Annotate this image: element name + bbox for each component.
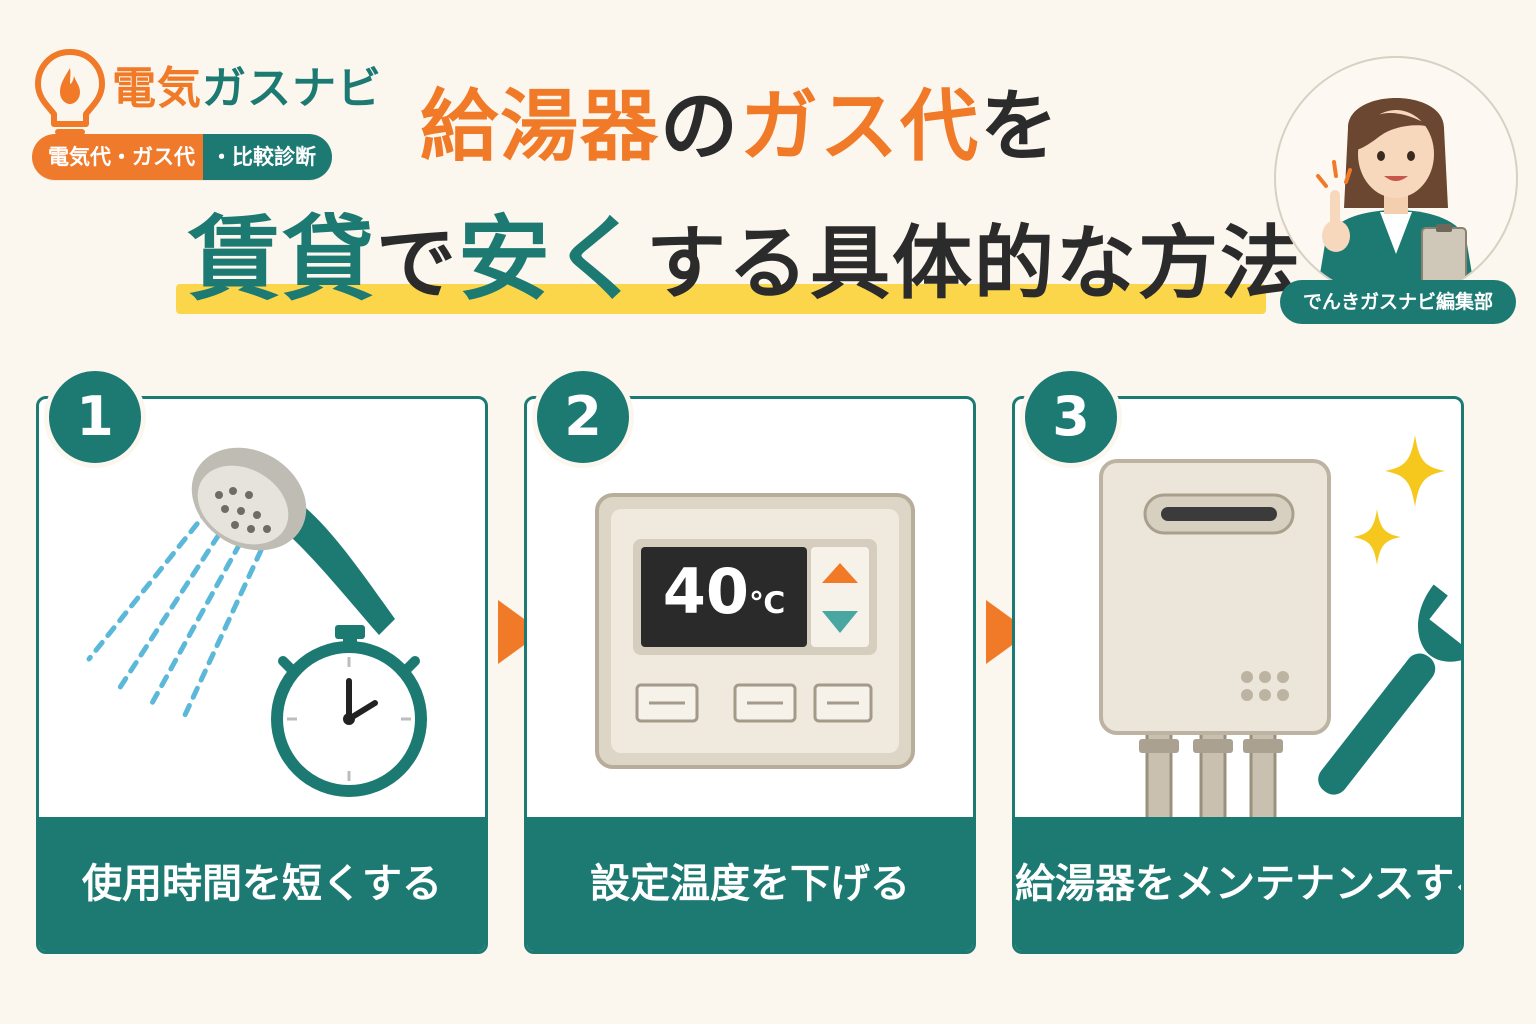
step-number-3: 3	[1020, 366, 1122, 468]
step-number-1: 1	[44, 366, 146, 468]
author-label: でんきガスナビ編集部	[1280, 280, 1516, 324]
water-heater-wrench-icon	[1099, 435, 1461, 819]
display-temperature: 40	[663, 555, 749, 628]
brand-badge-part2: ・比較診断	[203, 134, 332, 180]
title-line-2: 賃貸で安くする具体的な方法	[188, 214, 1302, 306]
brand-name: 電気ガスナビ	[112, 52, 382, 116]
brand-logo: 電気ガスナビ 電気代・ガス代 ・比較診断	[30, 38, 390, 188]
brand-badge-part1: 電気代・ガス代	[32, 134, 203, 180]
step-card-2: 40℃ 設定温度を下げる	[524, 396, 976, 954]
title-highlight	[176, 284, 1266, 314]
title-seg: を	[980, 82, 1061, 172]
brand-name-part1: 電気	[112, 63, 202, 114]
brand-badge: 電気代・ガス代 ・比較診断	[32, 134, 332, 180]
step-card-3: 給湯器をメンテナンスする	[1012, 396, 1464, 954]
editor-woman-icon	[1316, 98, 1476, 298]
title-seg: する具体的な方法	[646, 217, 1303, 310]
shower-stopwatch-icon	[86, 447, 427, 797]
step-3-label: 給湯器をメンテナンスする	[1015, 817, 1461, 951]
step-1-label: 使用時間を短くする	[39, 817, 485, 951]
title-line-1: 給湯器のガス代を	[420, 88, 1060, 166]
title-seg: 賃貸	[188, 206, 377, 313]
lightbulb-flame-icon	[35, 49, 105, 144]
display-unit: ℃	[749, 586, 785, 621]
thermostat-panel-icon: 40℃	[595, 493, 915, 769]
step-2-label: 設定温度を下げる	[527, 817, 973, 951]
step-card-1: 使用時間を短くする	[36, 396, 488, 954]
title-seg: ガス代	[740, 82, 981, 172]
step-number-2: 2	[532, 366, 634, 468]
title-seg: 安く	[458, 206, 647, 313]
brand-name-part2: ガスナビ	[202, 63, 382, 114]
title-seg: で	[376, 217, 459, 310]
svg-text:40℃: 40℃	[663, 555, 786, 628]
author-avatar	[1274, 56, 1518, 300]
title-seg: の	[660, 82, 741, 172]
title-seg: 給湯器	[420, 82, 661, 172]
